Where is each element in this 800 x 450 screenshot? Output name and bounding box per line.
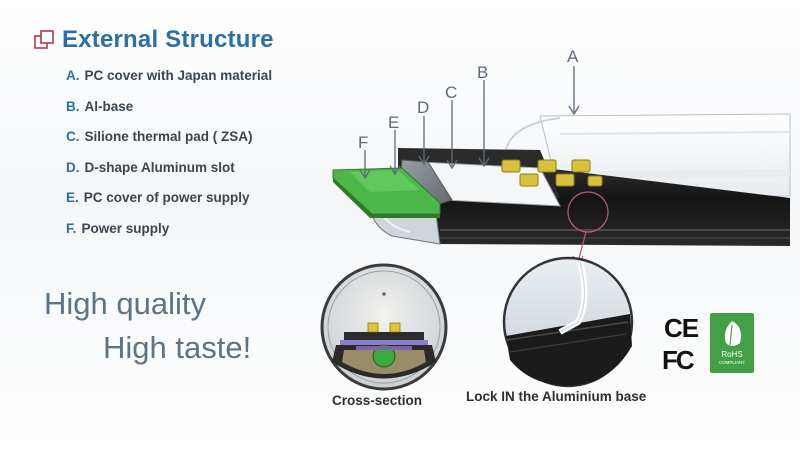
spec-item-a: A.PC cover with Japan material xyxy=(66,68,273,83)
lock-caption: Lock IN the Aluminium base xyxy=(466,389,647,404)
tagline-taste: High taste! xyxy=(103,330,252,365)
part-leader-lines xyxy=(359,66,580,180)
tagline-quality: High quality xyxy=(44,286,206,321)
part-letter-e: E xyxy=(388,113,399,132)
spec-item-d: D.D-shape Aluminum slot xyxy=(66,159,235,175)
spec-item-e: E.PC cover of power supply xyxy=(66,190,250,205)
led-chips xyxy=(501,159,603,187)
rohs-label: RoHS xyxy=(721,350,743,359)
spec-item-b: B.Al-base xyxy=(66,98,134,114)
squares-icon xyxy=(34,30,54,49)
title-group: External Structure xyxy=(34,26,274,54)
spec-item-c: C.Silione thermal pad ( ZSA) xyxy=(66,129,253,144)
part-letter-a: A xyxy=(567,47,579,66)
part-letter-c: C xyxy=(445,83,457,102)
spec-list: A.PC cover with Japan material B.Al-base… xyxy=(66,68,272,251)
fcc-mark: FC xyxy=(662,345,695,375)
page-title: External Structure xyxy=(62,26,274,53)
rohs-compliant-label: COMPLIANT xyxy=(718,360,746,365)
part-letter-b: B xyxy=(477,63,488,82)
power-supply-board xyxy=(332,167,441,218)
spec-item-f: F.Power supply xyxy=(66,220,170,236)
leaf-icon xyxy=(724,321,741,346)
part-letter-d: D xyxy=(417,98,429,117)
lock-detail-view xyxy=(502,256,634,388)
part-letter-f: F xyxy=(358,133,368,152)
cross-section-caption: Cross-section xyxy=(332,393,423,408)
part-letters: A B C D E F xyxy=(358,47,579,152)
cross-section-view xyxy=(320,263,448,391)
ce-mark: CE xyxy=(664,313,699,343)
rohs-badge xyxy=(710,313,754,373)
